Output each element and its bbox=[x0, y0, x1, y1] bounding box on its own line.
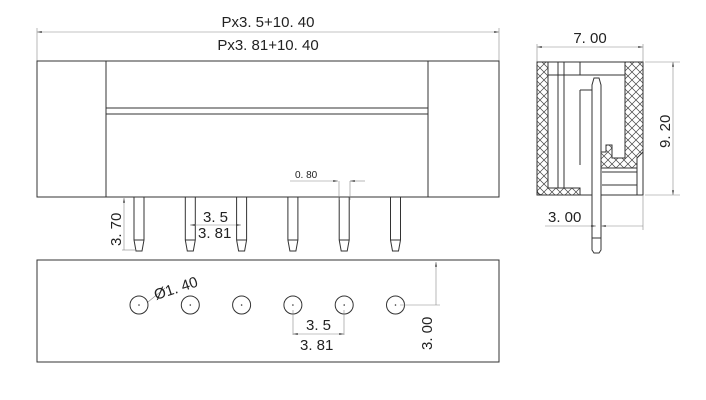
side-view: 7. 00 9. 20 3. 00 bbox=[536, 30, 680, 254]
pin bbox=[236, 197, 248, 252]
pin-hole bbox=[180, 295, 200, 315]
pin-length-label: 3. 70 bbox=[108, 213, 125, 246]
side-width-label: 7. 00 bbox=[573, 30, 606, 47]
pin-offset-label: 3. 00 bbox=[548, 209, 581, 226]
pin bbox=[184, 197, 196, 252]
housing-body bbox=[36, 60, 500, 198]
bottom-pitch-label-1: 3. 5 bbox=[306, 317, 331, 334]
pin bbox=[287, 197, 299, 252]
pin bbox=[338, 197, 350, 252]
overall-dim-label-1: Px3. 5+10. 40 bbox=[222, 14, 315, 31]
pin bbox=[390, 197, 401, 252]
bottom-body bbox=[36, 259, 500, 363]
pitch-label-1: 3. 5 bbox=[203, 209, 228, 226]
pin bbox=[133, 197, 145, 252]
side-pin bbox=[591, 77, 602, 254]
front-view: Px3. 5+10. 40 Px3. 81+10. 40 0. 80 3. 70… bbox=[36, 14, 500, 252]
hole-offset-label: 3. 00 bbox=[419, 317, 436, 350]
pitch-label-2: 3. 81 bbox=[198, 225, 231, 242]
hole-diameter-label: Ø1. 40 bbox=[152, 274, 200, 304]
overall-dim-label-2: Px3. 81+10. 40 bbox=[217, 37, 318, 54]
bottom-view: Ø1. 40 3. 00 3. 5 3. 81 bbox=[36, 259, 500, 363]
hatched-wall-right bbox=[599, 61, 644, 169]
bottom-pitch-label-2: 3. 81 bbox=[300, 337, 333, 354]
pins bbox=[133, 197, 401, 252]
pin-hole bbox=[232, 295, 252, 315]
side-height-label: 9. 20 bbox=[657, 115, 674, 148]
pin-hole bbox=[129, 295, 149, 315]
pin-width-label: 0. 80 bbox=[295, 170, 318, 181]
holes bbox=[129, 295, 405, 315]
